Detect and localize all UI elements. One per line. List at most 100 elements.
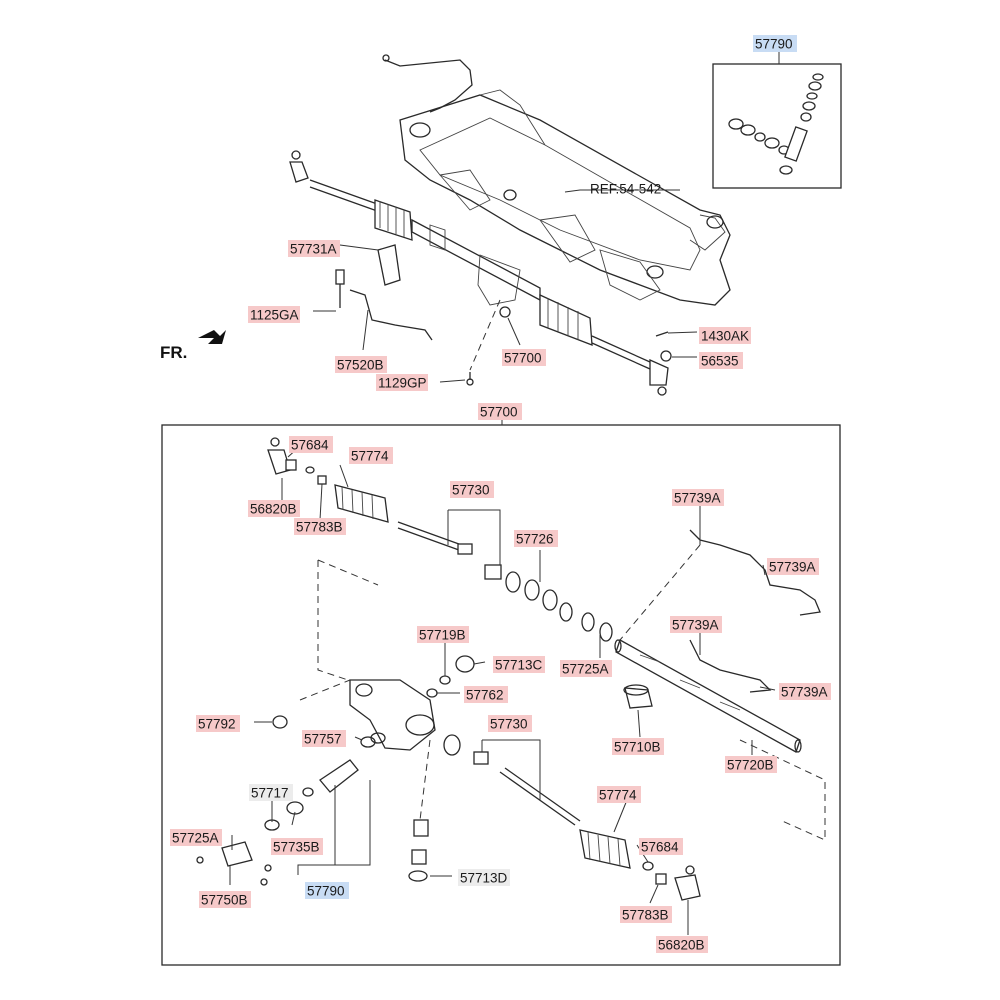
callout-highlight: [458, 869, 510, 886]
callout-57750b: 57750B: [199, 891, 251, 908]
callout-text: 56820B: [658, 938, 705, 953]
callout-text: 57684: [641, 840, 679, 855]
callout-highlight: [493, 656, 545, 673]
callout-highlight: [170, 829, 222, 846]
kit-inset-box: [712, 52, 842, 189]
leader-lines: [229, 189, 776, 935]
upper-rack-drawing: [289, 150, 672, 396]
callout-57739a-2: 57739A: [767, 558, 819, 575]
callout-text: 57792: [198, 717, 236, 732]
callout-highlight: [725, 756, 777, 773]
callout-text: 1430AK: [701, 329, 749, 344]
callout-1125ga: 1125GA: [248, 306, 300, 323]
callout-text: 57735B: [273, 840, 320, 855]
callout-text: 57717: [251, 786, 289, 801]
callout-highlight: [417, 626, 469, 643]
callout-57720b: 57720B: [725, 756, 777, 773]
callout-1430ak: 1430AK: [699, 327, 751, 344]
callout-text: 57520B: [337, 358, 384, 373]
callout-text: 57710B: [614, 740, 661, 755]
callout-text: 57739A: [674, 491, 721, 506]
callout-text: 57790: [755, 37, 793, 52]
callout-ref: REF.54-542: [590, 182, 661, 197]
callout-text: 56535: [701, 354, 739, 369]
callout-text: 57750B: [201, 893, 248, 908]
callout-highlight: [597, 786, 641, 803]
dashed-guides: [299, 299, 826, 841]
callout-57700-a: 57700: [502, 349, 546, 366]
callout-labels: 57790REF.54-54257731A1125GA1430AK5653557…: [170, 35, 831, 953]
callout-57790-bot: 57790: [305, 882, 349, 899]
callout-text: 57774: [351, 449, 389, 464]
callout-highlight: [670, 616, 722, 633]
callout-highlight: [199, 891, 251, 908]
callout-57726: 57726: [514, 530, 558, 547]
callout-text: 57719B: [419, 628, 466, 643]
callout-highlight: [656, 936, 708, 953]
callout-highlight: [464, 686, 508, 703]
callout-text: 57783B: [296, 520, 343, 535]
callout-57774-b: 57774: [597, 786, 641, 803]
callout-57684-b: 57684: [639, 838, 683, 855]
callout-text: 57713C: [495, 658, 543, 673]
callout-highlight: [349, 447, 393, 464]
callout-highlight: [196, 715, 240, 732]
callout-highlight: [450, 481, 494, 498]
callout-text: 57713D: [460, 871, 508, 886]
callout-text: 57725A: [172, 831, 219, 846]
callout-text: 57739A: [781, 685, 828, 700]
callout-57739a-4: 57739A: [779, 683, 831, 700]
callout-text: 57757: [304, 732, 342, 747]
callout-highlight: [305, 882, 349, 899]
callout-highlight: [767, 558, 819, 575]
callout-57757: 57757: [302, 730, 346, 747]
callout-highlight: [288, 240, 340, 257]
callout-57713d: 57713D: [458, 869, 510, 886]
callout-highlight: [620, 906, 672, 923]
callout-text: 1129GP: [378, 376, 427, 391]
callout-57774-a: 57774: [349, 447, 393, 464]
callout-text: 57720B: [727, 758, 774, 773]
callout-57725a-b: 57725A: [170, 829, 222, 846]
callout-57719b: 57719B: [417, 626, 469, 643]
callout-highlight: [502, 349, 546, 366]
callout-text: 57739A: [769, 560, 816, 575]
exploded-parts-drawing: [196, 437, 821, 901]
callout-highlight: [560, 660, 612, 677]
callout-highlight: [612, 738, 664, 755]
callout-57739a-3: 57739A: [670, 616, 722, 633]
callout-highlight: [672, 489, 724, 506]
callout-highlight: [699, 352, 743, 369]
front-direction-label: FR.: [160, 343, 187, 362]
callout-text: 57731A: [290, 242, 337, 257]
callout-57717: 57717: [249, 784, 293, 801]
callout-57792: 57792: [196, 715, 240, 732]
callout-text: 1125GA: [250, 308, 299, 323]
callout-highlight: [514, 530, 558, 547]
callout-text: 57790: [307, 884, 345, 899]
callout-1129gp: 1129GP: [376, 374, 428, 391]
callout-57735b: 57735B: [271, 838, 323, 855]
callout-text: 57725A: [562, 662, 609, 677]
callout-highlight: [699, 327, 751, 344]
callout-text: 57726: [516, 532, 554, 547]
callout-text: 57700: [504, 351, 542, 366]
callout-57739a-1: 57739A: [672, 489, 724, 506]
callout-57783b-a: 57783B: [294, 518, 346, 535]
callout-highlight: [271, 838, 323, 855]
callout-57730-b: 57730: [488, 715, 532, 732]
callout-57520b: 57520B: [335, 356, 387, 373]
callout-highlight: [248, 500, 300, 517]
front-direction-indicator: FR.: [160, 330, 226, 362]
callout-56820b-b: 56820B: [656, 936, 708, 953]
callout-highlight: [294, 518, 346, 535]
callout-text: 57730: [490, 717, 528, 732]
callout-56535: 56535: [699, 352, 743, 369]
callout-highlight: [779, 683, 831, 700]
callout-highlight: [289, 436, 333, 453]
callout-57725a-a: 57725A: [560, 660, 612, 677]
callout-text: 57700: [480, 405, 518, 420]
callout-highlight: [302, 730, 346, 747]
callout-highlight: [248, 306, 300, 323]
